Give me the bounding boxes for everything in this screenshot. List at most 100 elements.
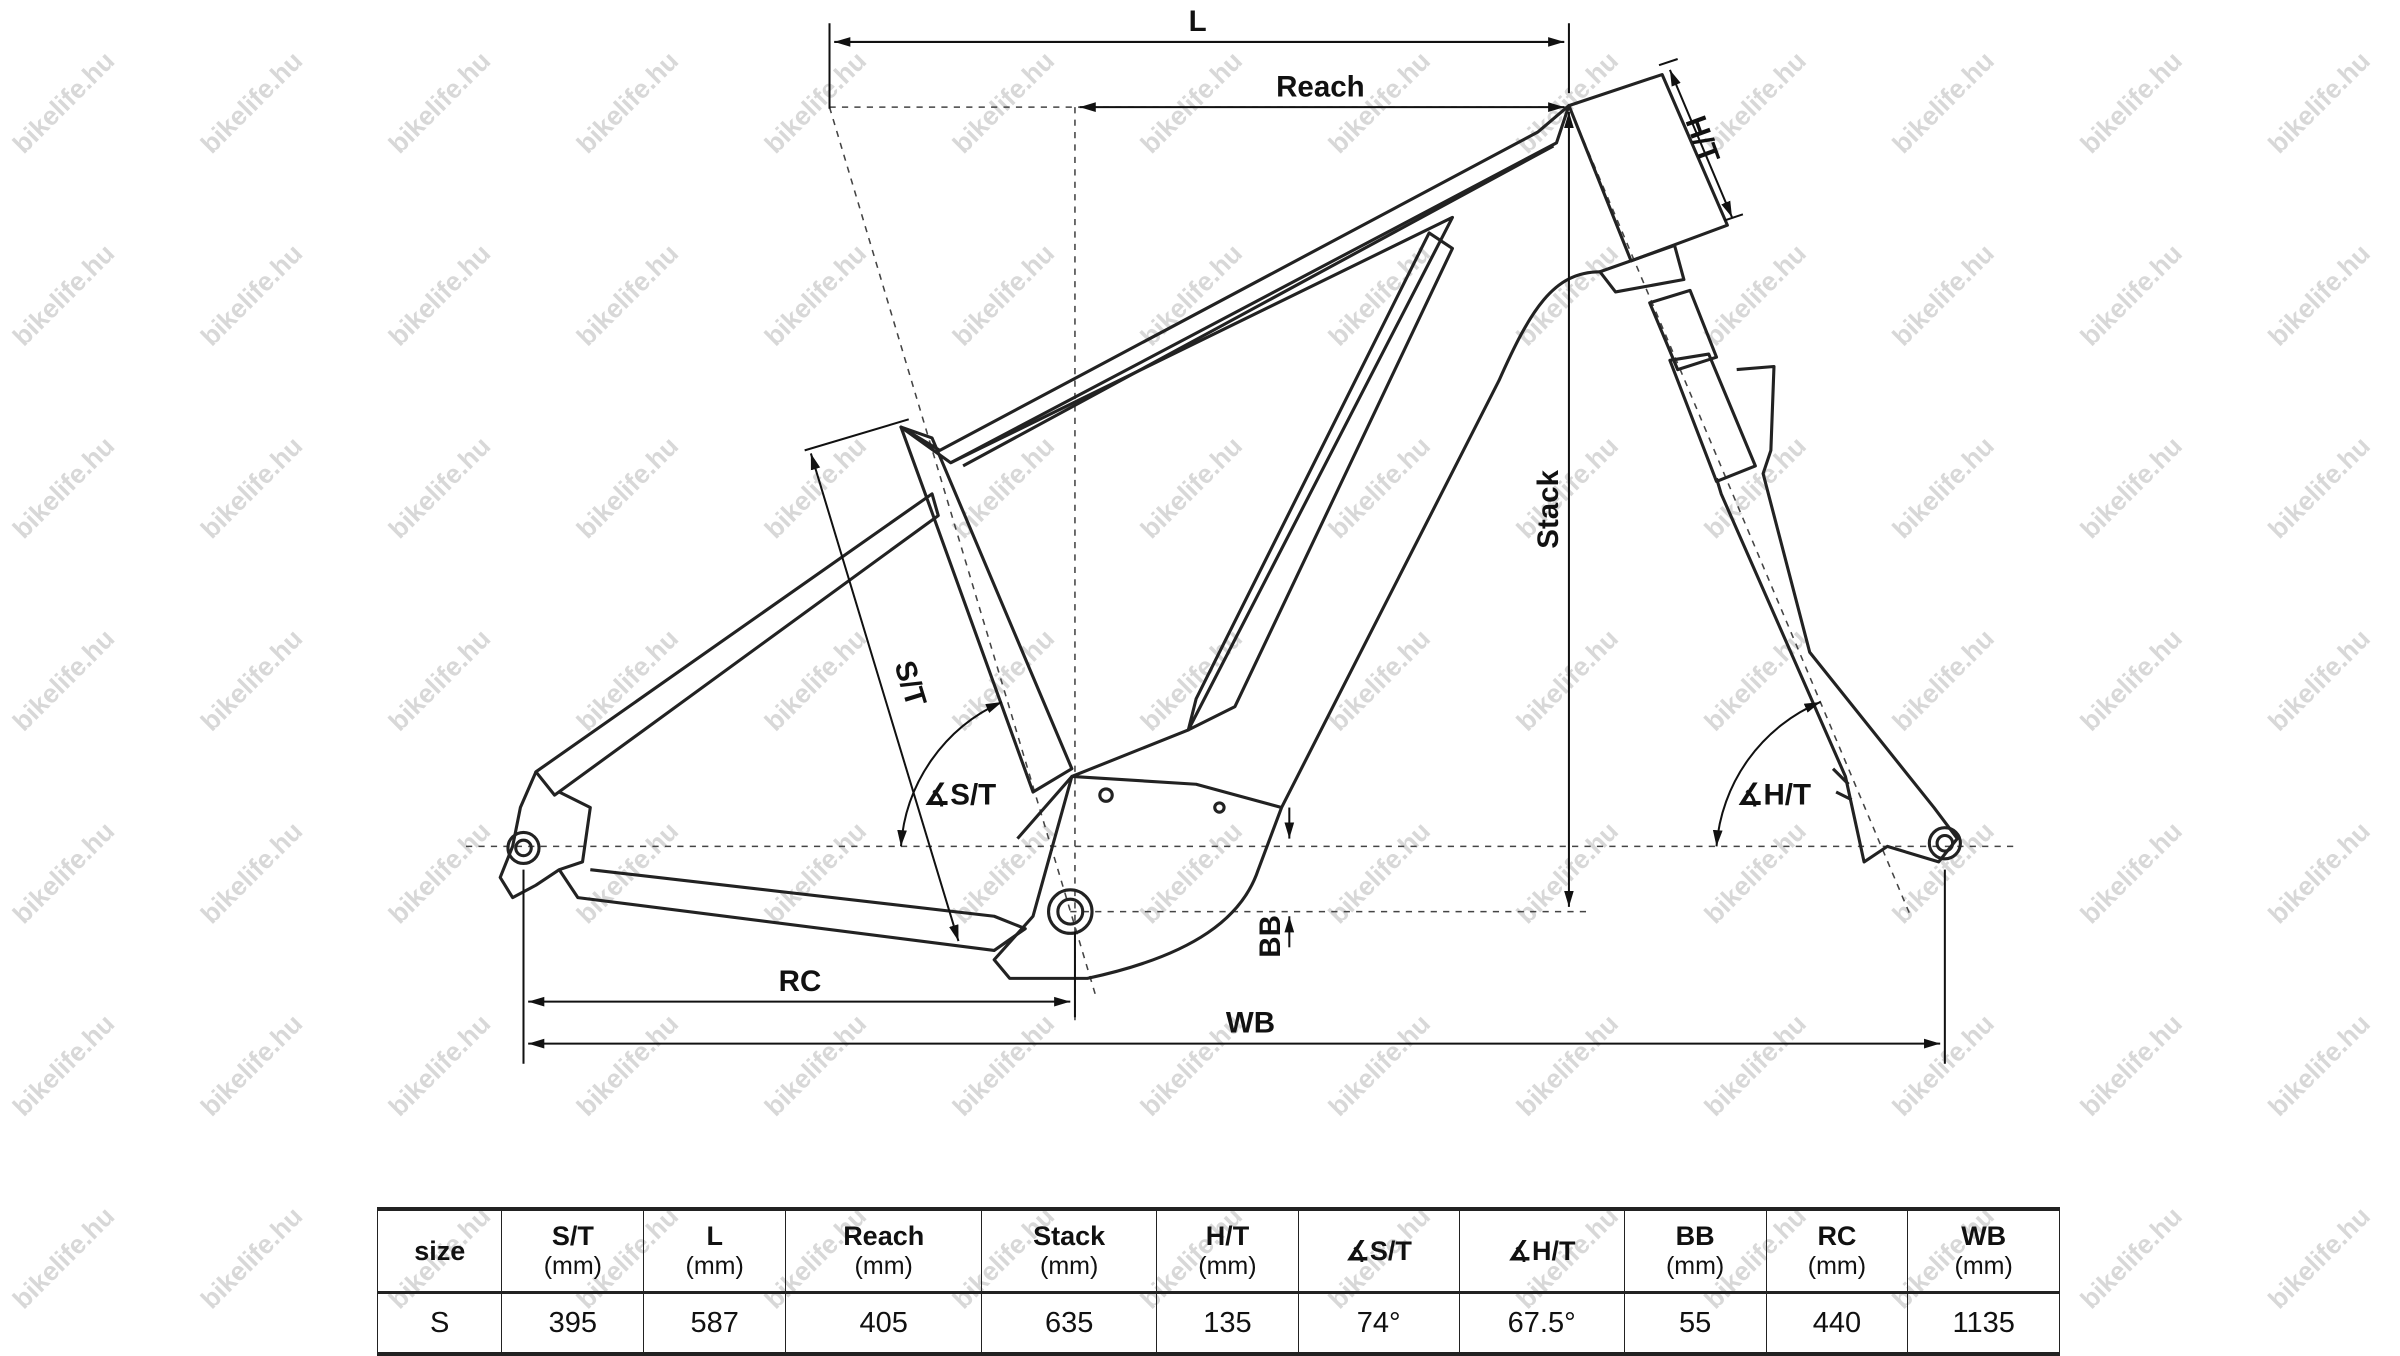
watermark-text: bikelife.hu — [1323, 623, 1437, 736]
watermark-text: bikelife.hu — [947, 238, 1061, 351]
watermark-text: bikelife.hu — [383, 431, 497, 544]
watermark-text: bikelife.hu — [947, 1008, 1061, 1121]
dimension-lines — [522, 23, 1946, 1064]
label-st: S/T — [888, 657, 933, 711]
watermark-text: bikelife.hu — [2262, 431, 2376, 544]
label-rc: RC — [779, 965, 822, 998]
watermark-text: bikelife.hu — [2074, 46, 2188, 159]
column-header: ∡S/T — [1297, 1208, 1460, 1294]
watermark-text: bikelife.hu — [1698, 816, 1812, 929]
column-header-label: Stack — [1033, 1221, 1106, 1251]
column-header: BB(mm) — [1623, 1208, 1767, 1294]
watermark-text: bikelife.hu — [1698, 431, 1812, 544]
watermark-text: bikelife.hu — [383, 1008, 497, 1121]
watermark-text: bikelife.hu — [2074, 623, 2188, 736]
column-header-unit: (mm) — [1665, 1252, 1725, 1280]
column-header-label: S/T — [551, 1221, 594, 1251]
watermark-text: bikelife.hu — [195, 46, 309, 159]
column-header-unit: (mm) — [1040, 1252, 1099, 1280]
watermark-text: bikelife.hu — [2262, 1008, 2376, 1121]
table-cell: 405 — [785, 1292, 983, 1355]
watermark-text: bikelife.hu — [1886, 46, 2000, 159]
watermark-text: bikelife.hu — [2262, 816, 2376, 929]
watermark-text: bikelife.hu — [1510, 238, 1624, 351]
watermark-text: bikelife.hu — [195, 623, 309, 736]
column-header-unit: (mm) — [854, 1252, 913, 1280]
watermark-text: bikelife.hu — [2074, 1201, 2188, 1314]
watermark-text: bikelife.hu — [1698, 238, 1812, 351]
watermark-text: bikelife.hu — [2262, 46, 2376, 159]
watermark-text: bikelife.hu — [7, 816, 121, 929]
watermark-text: bikelife.hu — [571, 431, 685, 544]
table-cell: 440 — [1765, 1292, 1909, 1355]
label-wb: WB — [1226, 1007, 1275, 1040]
watermark-text: bikelife.hu — [759, 623, 873, 736]
label-st-angle: ∡S/T — [924, 778, 996, 811]
watermark-text: bikelife.hu — [1886, 623, 2000, 736]
column-header: H/T(mm) — [1156, 1208, 1299, 1294]
table-cell: 635 — [981, 1292, 1158, 1355]
watermark-text: bikelife.hu — [1510, 816, 1624, 929]
watermark-text: bikelife.hu — [7, 1201, 121, 1314]
table-cell: S — [376, 1292, 503, 1355]
column-header-unit: (mm) — [1807, 1252, 1867, 1280]
watermark-text: bikelife.hu — [1510, 1008, 1624, 1121]
watermark-text: bikelife.hu — [947, 431, 1061, 544]
label-l: L — [1189, 5, 1207, 38]
watermark-text: bikelife.hu — [759, 46, 873, 159]
column-header-label: RC — [1817, 1221, 1857, 1251]
watermark-text: bikelife.hu — [1886, 816, 2000, 929]
watermark-text: bikelife.hu — [383, 816, 497, 929]
watermark-text: bikelife.hu — [1886, 1008, 2000, 1121]
watermark-text: bikelife.hu — [759, 816, 873, 929]
watermark-text: bikelife.hu — [7, 431, 121, 544]
watermark-text: bikelife.hu — [1698, 623, 1812, 736]
watermark-text: bikelife.hu — [759, 238, 873, 351]
watermark-text: bikelife.hu — [7, 623, 121, 736]
watermark-text: bikelife.hu — [383, 46, 497, 159]
column-header-label: Reach — [843, 1221, 925, 1251]
column-header-label: L — [706, 1221, 723, 1251]
table-cell: 395 — [501, 1292, 645, 1355]
column-header-unit: (mm) — [685, 1252, 744, 1280]
label-reach: Reach — [1276, 70, 1365, 103]
column-header: ∡H/T — [1458, 1208, 1625, 1294]
watermark-text: bikelife.hu — [7, 1008, 121, 1121]
column-header-label: BB — [1675, 1221, 1715, 1251]
watermark-text: bikelife.hu — [571, 1008, 685, 1121]
watermark-text: bikelife.hu — [195, 1008, 309, 1121]
column-header-label: H/T — [1205, 1221, 1250, 1251]
column-header: S/T(mm) — [501, 1208, 645, 1294]
watermark-text: bikelife.hu — [7, 238, 121, 351]
column-header-label: ∡H/T — [1507, 1236, 1576, 1266]
watermark-text: bikelife.hu — [2074, 431, 2188, 544]
watermark-text: bikelife.hu — [947, 623, 1061, 736]
column-header: Stack(mm) — [981, 1208, 1158, 1294]
watermark-text: bikelife.hu — [195, 431, 309, 544]
watermark-text: bikelife.hu — [1510, 623, 1624, 736]
watermark-text: bikelife.hu — [571, 46, 685, 159]
watermark-text: bikelife.hu — [759, 1008, 873, 1121]
table-cell: 587 — [643, 1292, 787, 1355]
watermark-text: bikelife.hu — [1886, 238, 2000, 351]
column-header: Reach(mm) — [785, 1208, 983, 1294]
watermark-text: bikelife.hu — [1510, 431, 1624, 544]
watermark-text: bikelife.hu — [383, 623, 497, 736]
watermark-text: bikelife.hu — [195, 1201, 309, 1314]
label-ht-angle: ∡H/T — [1737, 778, 1811, 811]
watermark-text: bikelife.hu — [2074, 1008, 2188, 1121]
watermark-text: bikelife.hu — [2262, 623, 2376, 736]
watermark-text: bikelife.hu — [1135, 431, 1249, 544]
column-header-label: ∡S/T — [1345, 1236, 1412, 1266]
column-header: L(mm) — [643, 1208, 787, 1294]
watermark-text: bikelife.hu — [1886, 431, 2000, 544]
table-cell: 1135 — [1907, 1292, 2060, 1355]
column-header: size — [376, 1208, 503, 1294]
table-cell: 67.5° — [1458, 1292, 1625, 1355]
column-header-unit: (mm) — [1198, 1252, 1257, 1280]
watermark-text: bikelife.hu — [1510, 46, 1624, 159]
watermark-text: bikelife.hu — [947, 46, 1061, 159]
column-header-label: size — [414, 1236, 466, 1266]
